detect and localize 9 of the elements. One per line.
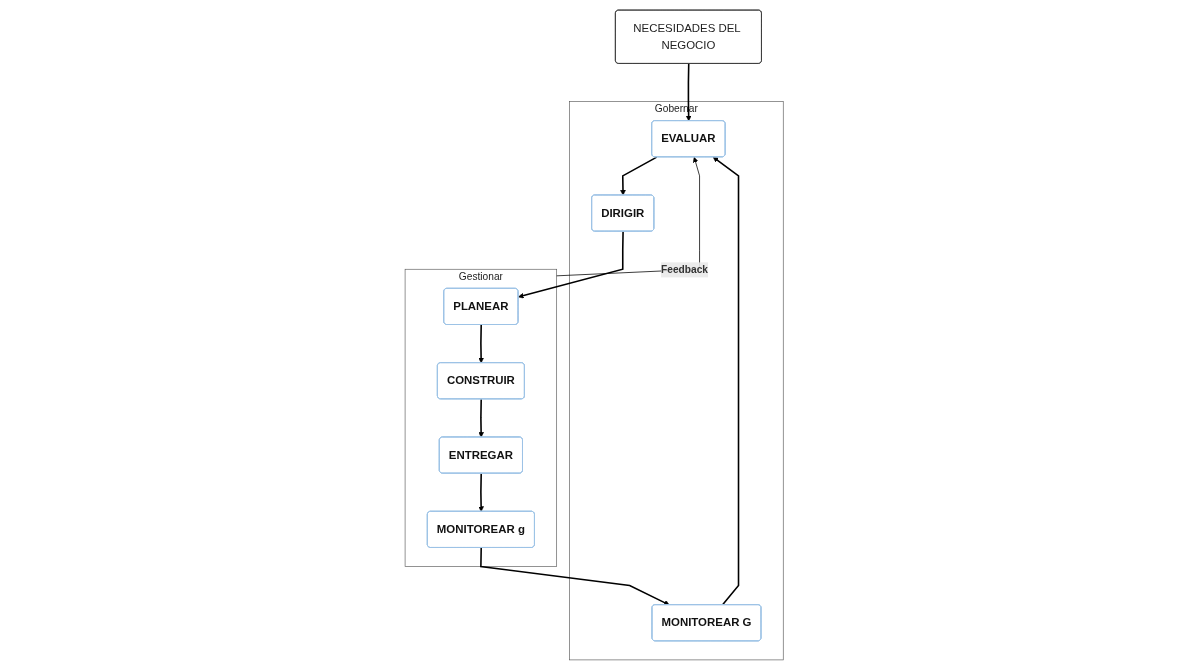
arrow	[686, 62, 692, 121]
arrow	[478, 323, 485, 363]
arrow	[478, 472, 485, 512]
edge-label: Feedback	[661, 263, 709, 275]
arrow	[713, 156, 740, 606]
arrow	[478, 397, 485, 437]
arrow	[518, 230, 625, 298]
arrow	[480, 546, 670, 605]
arrow	[620, 155, 658, 195]
